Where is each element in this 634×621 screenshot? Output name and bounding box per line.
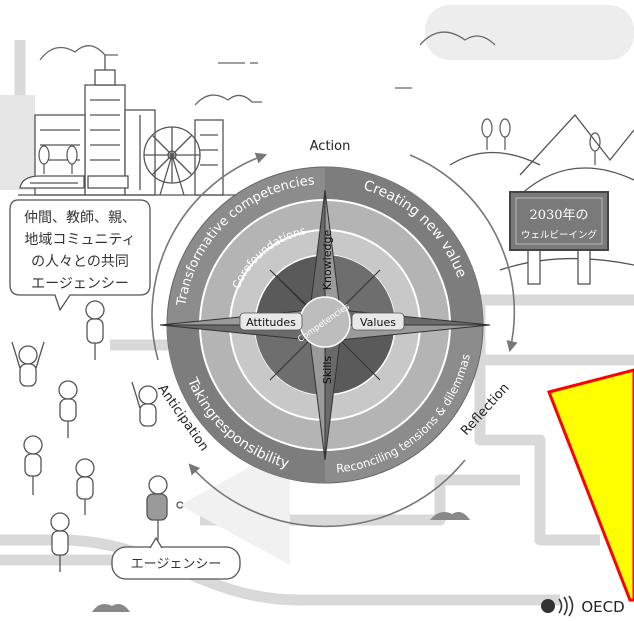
background-panel	[0, 95, 35, 190]
highlight-overlay	[549, 370, 634, 600]
background-panel	[425, 5, 634, 60]
globe-icon	[541, 599, 555, 613]
wellbeing-signboard: 2030年の ウェルビーイング	[510, 192, 608, 284]
speech-bubble-line2: 地域コミュニティ	[24, 232, 135, 248]
dash-lines	[218, 63, 412, 88]
city-buildings-icon	[18, 55, 240, 195]
train-icon	[20, 176, 128, 188]
speech-bubble-line3: の人々との共同	[31, 254, 129, 270]
oecd-logo-text: OECD	[581, 598, 624, 616]
agency-label: エージェンシー	[131, 557, 222, 572]
knowledge-label: Knowledge	[321, 230, 334, 291]
agency-bubble: エージェンシー	[112, 538, 240, 579]
signboard-line2: ウェルビーイング	[521, 229, 598, 241]
speech-bubble-line1: 仲間、教師、親、	[24, 210, 136, 226]
values-label: Values	[360, 316, 396, 329]
speech-bubble-line4: エージェンシー	[31, 276, 129, 292]
speech-bubble: 仲間、教師、親、 地域コミュニティ の人々との共同 エージェンシー	[10, 200, 150, 310]
attitudes-label: Attitudes	[246, 316, 296, 329]
signboard-line1: 2030年の	[529, 208, 588, 223]
action-label: Action	[310, 139, 351, 154]
skills-label: Skills	[321, 356, 334, 385]
